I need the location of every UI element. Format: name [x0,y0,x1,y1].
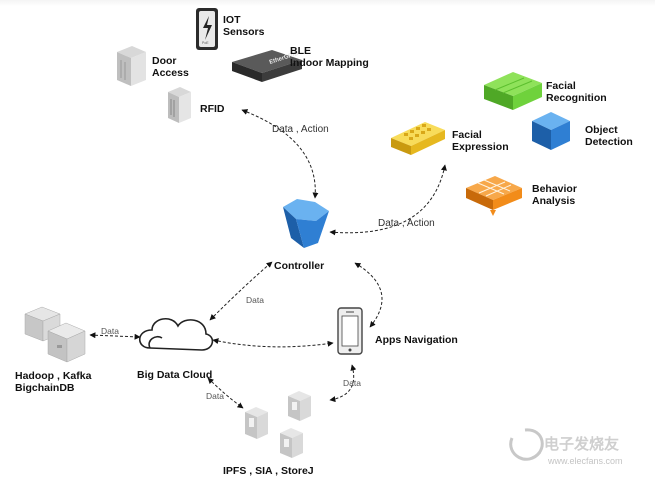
edge-label-apps-ipfs: Data [343,378,361,388]
watermark-text: 电子发烧友 [544,435,620,453]
phone-icon [337,307,363,355]
edge-label-cloud-ipfs: Data [206,391,224,401]
rfid-icon [168,87,191,123]
ipfs-label: IPFS , SIA , StoreJ [223,465,314,477]
object-detection-icon [532,112,570,150]
edge-cloud-ipfs [207,377,244,409]
controller-icon [283,199,329,248]
rfid-label: RFID [200,103,225,115]
behavior-analysis-label: Behavior Analysis [532,183,577,207]
edge-label-vision-controller: Data , Action [378,218,435,229]
ble-device-icon [232,50,302,82]
iot-badge-text: PoE [202,41,209,45]
edge-label-cloud-controller: Data [246,295,264,305]
watermark-logo-icon [509,428,544,461]
door-access-label: Door Access [152,55,189,79]
watermark-url: www.elecfans.com [548,456,623,466]
apps-navigation-label: Apps Navigation [375,334,458,346]
iot-sensors-label: IOT Sensors [223,14,265,38]
facial-recognition-icon [484,72,542,110]
cloud-icon [138,318,214,351]
facial-expression-label: Facial Expression [452,129,509,153]
edge-cloud-controller [209,261,273,321]
hadoop-label: Hadoop , Kafka BigchainDB [15,370,92,394]
iot-sensors-icon [196,8,218,50]
facial-recognition-label: Facial Recognition [546,80,607,104]
ble-label: BLE Indoor Mapping [290,45,369,69]
edge-cloud-apps [212,338,334,348]
edge-controller-apps [354,262,383,328]
controller-label: Controller [274,260,325,272]
edge-label-cloud-hadoop: Data [101,326,119,336]
big-data-cloud-label: Big Data Cloud [137,369,213,381]
hadoop-storage-icon [24,306,86,363]
edge-rfid-controller [241,109,319,199]
edge-facial-expression-controller [329,164,447,236]
facial-expression-icon [391,122,445,155]
top-strip [0,0,655,6]
door-access-icon [117,46,146,86]
behavior-analysis-icon [466,176,522,216]
object-detection-label: Object Detection [585,124,633,148]
edge-label-sensors-controller: Data , Action [272,124,329,135]
ipfs-storage-icon [245,391,311,458]
edge-cloud-hadoop [89,332,141,340]
